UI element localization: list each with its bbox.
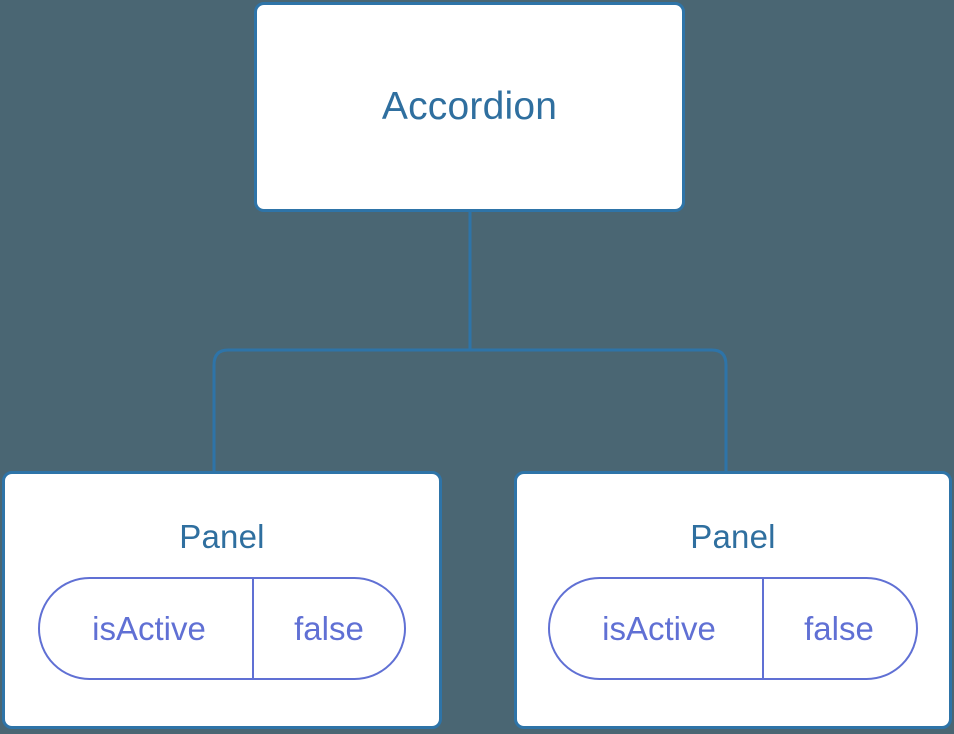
node-panel-left[interactable]: Panel isActive false	[2, 471, 442, 729]
prop-value-left: false	[252, 579, 404, 678]
node-panel-right-label: Panel	[690, 518, 776, 555]
connector-branch-right	[470, 348, 728, 473]
node-accordion-label: Accordion	[381, 85, 558, 128]
node-panel-right[interactable]: Panel isActive false	[514, 471, 952, 729]
prop-value-right: false	[762, 579, 914, 678]
node-accordion[interactable]: Accordion	[254, 2, 685, 212]
prop-pill-is-active-left[interactable]: isActive false	[38, 577, 406, 680]
prop-key-right: isActive	[602, 609, 716, 647]
node-panel-left-label: Panel	[179, 518, 265, 555]
prop-key-left: isActive	[92, 609, 206, 647]
prop-pill-is-active-right[interactable]: isActive false	[548, 577, 918, 680]
connector-branch-left	[212, 348, 470, 473]
